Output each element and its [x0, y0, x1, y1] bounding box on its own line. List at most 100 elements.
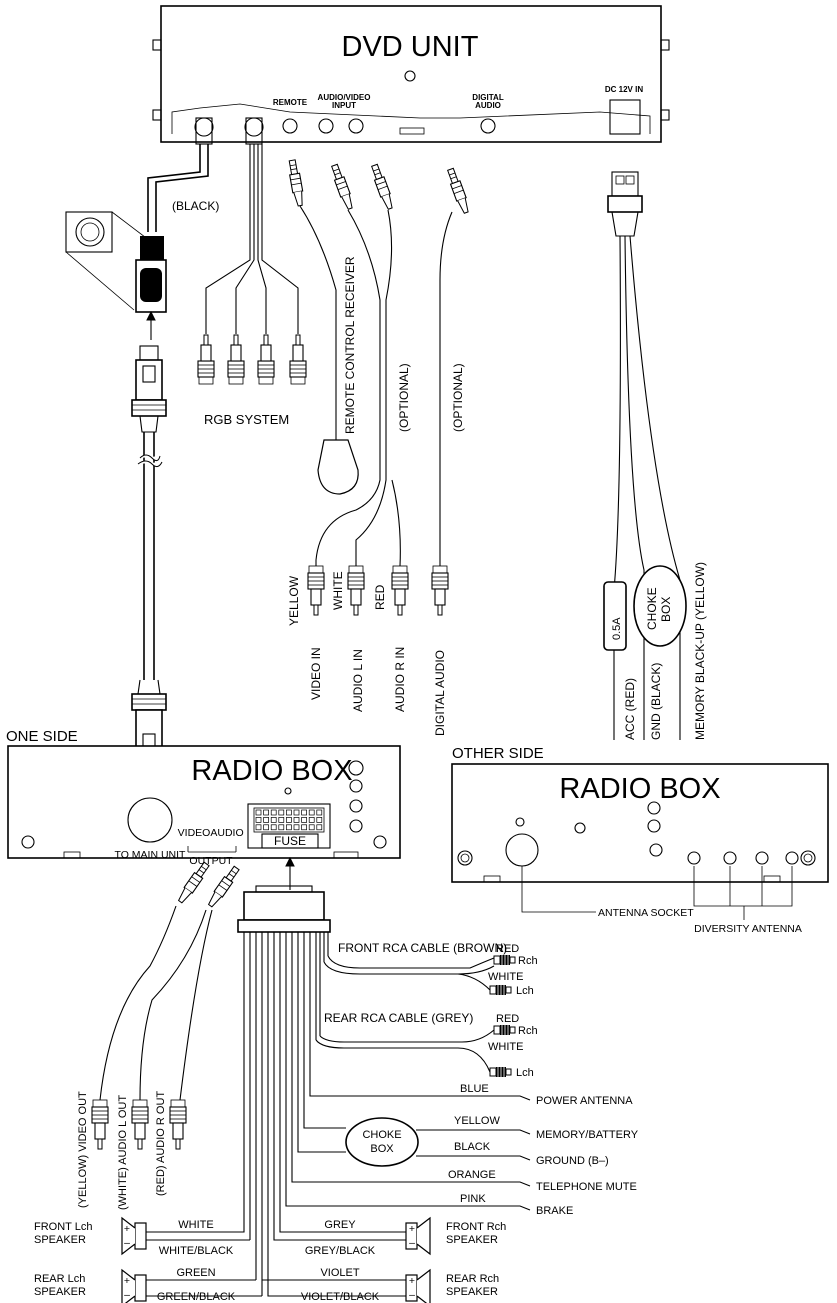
- output-cables: (YELLOW) VIDEO OUT (WHITE) AUDIO L OUT (…: [77, 860, 242, 1210]
- front-l-speaker-label-1: FRONT Lch: [34, 1221, 92, 1233]
- socket-pin: [263, 817, 269, 823]
- fuse-box-label: FUSE: [274, 834, 306, 848]
- port-remote-label: REMOTE: [273, 98, 308, 107]
- fl-minus: –: [124, 1237, 130, 1249]
- memory-label: MEMORY BLACK-UP (YELLOW): [693, 562, 707, 740]
- socket-pin: [263, 824, 269, 831]
- socket-pin: [301, 817, 307, 823]
- green-wire-label: GREEN: [176, 1267, 215, 1279]
- indicator-led: [404, 70, 416, 82]
- violet-wire-label: VIOLET: [320, 1267, 359, 1279]
- rear-l-speaker-label-1: REAR Lch: [34, 1273, 85, 1285]
- audio-r-out-label: (RED) AUDIO R OUT: [155, 1091, 167, 1196]
- dvd-unit-title: DVD UNIT: [342, 31, 479, 63]
- socket-pin: [286, 809, 292, 816]
- harness-plug: [243, 891, 325, 921]
- choke-label-2: BOX: [659, 597, 673, 622]
- dc-port: [609, 99, 641, 135]
- antenna-socket-label: ANTENNA SOCKET: [598, 907, 694, 919]
- fl-plus: +: [124, 1223, 130, 1235]
- socket-pin: [308, 817, 315, 823]
- socket-pin: [255, 824, 262, 831]
- radio-box-title-2: RADIO BOX: [559, 773, 720, 805]
- yellow-plug-label: YELLOW: [287, 575, 301, 626]
- socket-pin: [286, 824, 292, 831]
- front-rch-label: Rch: [518, 955, 538, 967]
- front-white-label: WHITE: [488, 971, 523, 983]
- socket-pin: [293, 817, 300, 823]
- audio-r-in-label: AUDIO R IN: [393, 647, 407, 712]
- port-av-label-1: AUDIO/VIDEO: [318, 93, 371, 102]
- socket-pin: [286, 817, 292, 823]
- rl-plus: +: [124, 1275, 130, 1287]
- rear-red-label: RED: [496, 1013, 519, 1025]
- front-r-speaker-label-1: FRONT Rch: [446, 1221, 506, 1233]
- radio-box-other-side: OTHER SIDE RADIO BOX ANTENNA SOCKET DIVE…: [451, 745, 829, 935]
- socket-pin: [301, 824, 307, 831]
- other-side-label: OTHER SIDE: [452, 745, 544, 762]
- green-black-wire-label: GREEN/BLACK: [157, 1291, 236, 1303]
- radio-box-one-side: ONE SIDE RADIO BOX TO MAIN UNIT VIDEO AU…: [6, 728, 401, 890]
- digital-audio-label: DIGITAL AUDIO: [433, 650, 447, 736]
- power-antenna-label: POWER ANTENNA: [536, 1095, 633, 1107]
- power-harness: 0.5A CHOKE BOX ACC (RED) GND (BLACK) MEM…: [603, 171, 707, 740]
- rgb-system-cable: RGB SYSTEM: [197, 144, 307, 427]
- orange-wire-label: ORANGE: [448, 1169, 496, 1181]
- socket-pin: [316, 824, 323, 831]
- ground-label: GROUND (B–): [536, 1155, 609, 1167]
- socket-pin: [278, 824, 285, 831]
- red-plug-label: RED: [373, 584, 387, 610]
- socket-pin: [301, 809, 307, 816]
- optional-label-1: (OPTIONAL): [397, 363, 411, 432]
- one-side-label: ONE SIDE: [6, 728, 78, 745]
- blue-wire-label: BLUE: [460, 1083, 489, 1095]
- remote-port: [282, 118, 298, 134]
- socket-pin: [316, 809, 323, 816]
- violet-black-wire-label: VIOLET/BLACK: [301, 1291, 380, 1303]
- grey-wire-label: GREY: [324, 1219, 356, 1231]
- rear-r-speaker-label-1: REAR Rch: [446, 1273, 499, 1285]
- diversity-antenna-label: DIVERSITY ANTENNA: [694, 923, 802, 935]
- rr-minus: –: [409, 1289, 415, 1301]
- port-digital-label-2: AUDIO: [475, 101, 501, 110]
- socket-pin: [308, 824, 315, 831]
- socket-pin: [270, 817, 277, 823]
- video-out-label: (YELLOW) VIDEO OUT: [77, 1091, 89, 1208]
- white-plug-label: WHITE: [331, 571, 345, 610]
- audio-l-in-label: AUDIO L IN: [351, 649, 365, 712]
- dvd-unit: DVD UNIT REMOTE AUDIO/VIDEO INPUT DIGITA…: [152, 5, 670, 145]
- rear-l-speaker-label-2: SPEAKER: [34, 1286, 86, 1298]
- choke-label-1: CHOKE: [645, 587, 659, 630]
- grey-black-wire-label: GREY/BLACK: [305, 1245, 376, 1257]
- rl-minus: –: [124, 1289, 130, 1301]
- front-l-speaker-label-2: SPEAKER: [34, 1234, 86, 1246]
- front-red-label: RED: [496, 943, 519, 955]
- harness-choke-2: BOX: [370, 1143, 394, 1155]
- socket-pins: [255, 809, 323, 831]
- av-port-2: [348, 118, 364, 134]
- socket-pin: [278, 809, 285, 816]
- harness-choke-1: CHOKE: [362, 1129, 401, 1141]
- speakers: + – + – + – + – FRONT Lch SPEAKER REAR L…: [34, 1217, 506, 1303]
- front-rca-cable-label: FRONT RCA CABLE (BROWN): [338, 941, 507, 955]
- fr-plus: +: [409, 1223, 415, 1235]
- socket-pin: [270, 824, 277, 831]
- yellow-wire-label: YELLOW: [454, 1115, 500, 1127]
- rear-rch-label: Rch: [518, 1025, 538, 1037]
- white-black-wire-label: WHITE/BLACK: [159, 1245, 234, 1257]
- socket-pin: [316, 817, 323, 823]
- inline-fuse: [603, 581, 627, 651]
- port-av-label-2: INPUT: [332, 101, 356, 110]
- socket-pin: [255, 817, 262, 823]
- optional-label-2: (OPTIONAL): [451, 363, 465, 432]
- din-cable: (BLACK): [65, 144, 219, 792]
- output-label: OUTPUT: [189, 855, 233, 867]
- pink-wire-label: PINK: [460, 1193, 486, 1205]
- audio-l-out-label: (WHITE) AUDIO L OUT: [117, 1095, 129, 1210]
- video-output-label: VIDEO: [178, 827, 211, 839]
- av-cables: REMOTE CONTROL RECEIVER (OPTIONAL) (OPTI…: [286, 158, 472, 736]
- choke-box-harness: [345, 1117, 419, 1167]
- fr-minus: –: [409, 1237, 415, 1249]
